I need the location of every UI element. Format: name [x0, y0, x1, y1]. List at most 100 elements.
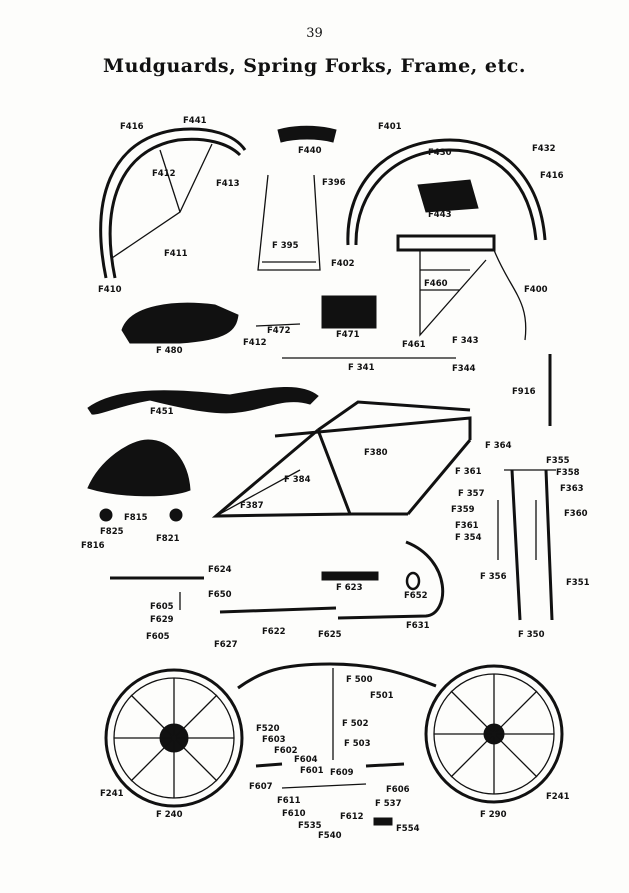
label-F825: F825 [100, 527, 124, 537]
label-F537: F 537 [375, 799, 402, 809]
label-F396: F396 [322, 178, 346, 188]
handlebar-illustration [237, 662, 437, 690]
label-F241: F241 [100, 789, 124, 799]
label-F354: F 354 [455, 533, 482, 543]
label-F502: F 502 [342, 719, 369, 729]
label-F344: F344 [452, 364, 476, 374]
label-F554: F554 [396, 824, 420, 834]
label-F387: F387 [240, 501, 264, 511]
label-F355: F355 [546, 456, 570, 466]
label-F343: F 343 [452, 336, 479, 346]
label-F395: F 395 [272, 241, 299, 251]
label-F607: F607 [249, 782, 273, 792]
label-F384: F 384 [284, 475, 311, 485]
label-F472: F472 [267, 326, 291, 336]
label-F400: F400 [524, 285, 548, 295]
rear-carrier-bar-illustration [87, 387, 319, 415]
mudguard-strip-illustration [277, 125, 337, 143]
label-F360: F360 [564, 509, 588, 519]
handlebar-control-assembly-illustration [255, 762, 405, 826]
page-title: Mudguards, Spring Forks, Frame, etc. [103, 55, 526, 77]
label-F416: F416 [120, 122, 144, 132]
label-F410: F410 [98, 285, 122, 295]
label-F605-lower: F605 [146, 632, 170, 642]
label-F610: F610 [282, 809, 306, 819]
label-F411: F411 [164, 249, 188, 259]
label-F241-rear: F241 [546, 792, 570, 802]
label-F440: F440 [298, 146, 322, 156]
label-F364: F 364 [485, 441, 512, 451]
label-F652: F652 [404, 591, 428, 601]
label-F503: F 503 [344, 739, 371, 749]
label-F625: F625 [318, 630, 342, 640]
label-F412: F412 [152, 169, 176, 179]
label-F351: F351 [566, 578, 590, 588]
label-F451: F451 [150, 407, 174, 417]
label-F650: F650 [208, 590, 232, 600]
label-F622: F622 [262, 627, 286, 637]
label-F240: F 240 [156, 810, 183, 820]
label-F821: F821 [156, 534, 180, 544]
label-F603: F603 [262, 735, 286, 745]
label-F623: F 623 [336, 583, 363, 593]
silencer-illustration [219, 606, 337, 614]
label-F402: F402 [331, 259, 355, 269]
label-F816: F816 [81, 541, 105, 551]
label-F629: F629 [150, 615, 174, 625]
label-F480: F 480 [156, 346, 183, 356]
front-wheel-illustration [104, 668, 244, 808]
bolt-illustration [255, 323, 301, 327]
petrol-tank-illustration [121, 302, 239, 344]
number-plate-illustration [417, 179, 479, 213]
label-F611: F611 [277, 796, 301, 806]
label-F471: F471 [336, 330, 360, 340]
label-F416-rear: F416 [540, 171, 564, 181]
label-F609: F609 [330, 768, 354, 778]
label-F540: F540 [318, 831, 342, 841]
label-F443: F443 [428, 210, 452, 220]
front-mudguard-illustration [99, 127, 247, 279]
label-F441: F441 [183, 116, 207, 126]
label-F605: F605 [150, 602, 174, 612]
label-F412-bolt: F412 [243, 338, 267, 348]
label-F430: F430 [428, 148, 452, 158]
label-F350: F 350 [518, 630, 545, 640]
label-F359: F359 [451, 505, 475, 515]
part-number-labels: F416 F441 F412 F413 F411 F410 F440 F396 … [81, 116, 590, 841]
label-F432: F432 [532, 144, 556, 154]
label-F501: F501 [370, 691, 394, 701]
label-F341: F 341 [348, 363, 375, 373]
label-F535: F535 [298, 821, 322, 831]
label-F627: F627 [214, 640, 238, 650]
label-F361-lower: F361 [455, 521, 479, 531]
label-F520: F520 [256, 724, 280, 734]
label-F380: F380 [364, 448, 388, 458]
label-F290: F 290 [480, 810, 507, 820]
label-F358: F358 [556, 468, 580, 478]
label-F606: F606 [386, 785, 410, 795]
label-F401: F401 [378, 122, 402, 132]
page-number: 39 [306, 26, 323, 41]
label-F602: F602 [274, 746, 298, 756]
label-F604: F604 [294, 755, 318, 765]
label-F624: F624 [208, 565, 232, 575]
label-F612: F612 [340, 812, 364, 822]
luggage-carrier-illustration [396, 234, 527, 341]
tool-box-illustration [321, 295, 377, 329]
rear-wheel-illustration [424, 664, 564, 804]
label-F815: F815 [124, 513, 148, 523]
rear-mudguard-illustration [346, 138, 547, 246]
label-F363: F363 [560, 484, 584, 494]
label-F356: F 356 [480, 572, 507, 582]
spring-forks-illustration [497, 469, 556, 621]
label-F916: F916 [512, 387, 536, 397]
label-F357: F 357 [458, 489, 485, 499]
label-F461: F461 [402, 340, 426, 350]
label-F631: F631 [406, 621, 430, 631]
label-F601: F601 [300, 766, 324, 776]
label-F460: F460 [424, 279, 448, 289]
label-F500: F 500 [346, 675, 373, 685]
saddle-illustration [87, 439, 191, 522]
